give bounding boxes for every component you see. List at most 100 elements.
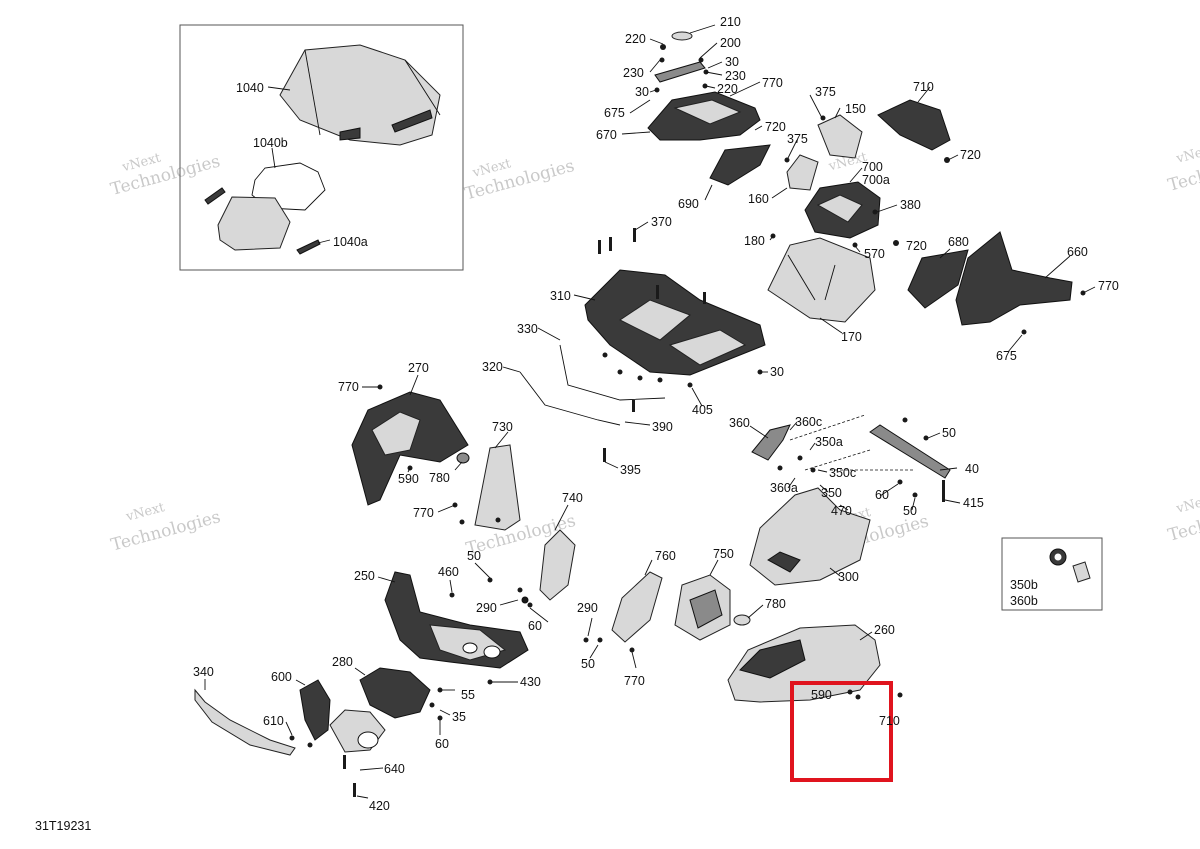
callout-labels: 210 220 200 30 230 230 30 220 770 675 67…: [193, 15, 1119, 813]
callout-label: 390: [652, 420, 673, 434]
callout-label: 220: [717, 82, 738, 96]
callout-label: 415: [963, 496, 984, 510]
callout-label: 50: [581, 657, 595, 671]
callout-label: 420: [369, 799, 390, 813]
steering-bracket-assembly: [749, 414, 961, 586]
inset-frame: [179, 24, 464, 271]
callout-label: 55: [461, 688, 475, 702]
callout-label: 300: [838, 570, 859, 584]
clip-insert: [1072, 561, 1091, 583]
callout-label: 310: [550, 289, 571, 303]
svg-text:vNext: vNext: [124, 500, 167, 525]
side-panels: [907, 231, 1096, 353]
storage-box-latch: [204, 187, 226, 205]
callout-label: 290: [476, 601, 497, 615]
callout-label: 460: [438, 565, 459, 579]
bumper-strip: [194, 688, 296, 756]
side-panel-left: [907, 249, 969, 309]
cargo-rack-assembly: [502, 221, 768, 469]
mount-bracket: [786, 154, 819, 191]
callout-label: 360c: [795, 415, 822, 429]
callout-label: 375: [787, 132, 808, 146]
inset-storage-box: 1040 1040b 1040a: [179, 24, 464, 271]
callout-label: 730: [492, 420, 513, 434]
callout-label: 230: [725, 69, 746, 83]
front-bumper-assembly: [377, 504, 603, 669]
svg-text:vNext: vNext: [1174, 492, 1200, 517]
callout-label: 150: [845, 102, 866, 116]
front-fender-assembly: [351, 374, 521, 531]
callout-label: 720: [906, 239, 927, 253]
rack-tube: [519, 371, 621, 426]
callout-label: 250: [354, 569, 375, 583]
storage-box-tray: [217, 196, 291, 251]
side-trim: [709, 144, 771, 186]
callout-label: 350b: [1010, 578, 1038, 592]
callout-label: 40: [965, 462, 979, 476]
callout-label: 1040a: [333, 235, 368, 249]
callout-label: 60: [875, 488, 889, 502]
highlight-box: [790, 681, 893, 782]
callout-label: 340: [193, 665, 214, 679]
callout-label: 50: [467, 549, 481, 563]
dash-panels: [611, 559, 764, 669]
fairing-assembly: [767, 86, 959, 334]
callout-label: 395: [620, 463, 641, 477]
callout-label: 200: [720, 36, 741, 50]
support-frame: [767, 237, 876, 323]
callout-label: 690: [678, 197, 699, 211]
callout-label: 220: [625, 32, 646, 46]
callout-label: 380: [900, 198, 921, 212]
callout-label: 750: [713, 547, 734, 561]
inset-frame: [1001, 537, 1103, 611]
callout-label: 405: [692, 403, 713, 417]
callout-label: 780: [765, 597, 786, 611]
callout-label: 360a: [770, 481, 798, 495]
callout-label: 590: [398, 472, 419, 486]
callout-label: 640: [384, 762, 405, 776]
callout-label: 35: [452, 710, 466, 724]
callout-label: 180: [744, 234, 765, 248]
callout-label: 360b: [1010, 594, 1038, 608]
callout-label: 770: [413, 506, 434, 520]
grill-upper: [359, 667, 431, 719]
callout-label: 710: [879, 714, 900, 728]
callout-label: 670: [596, 128, 617, 142]
inset-clip-detail: 350b 360b: [1001, 537, 1103, 611]
callout-label: 30: [725, 55, 739, 69]
front-grill-assembly: [194, 667, 518, 799]
callout-label: 720: [960, 148, 981, 162]
callout-label: 270: [408, 361, 429, 375]
rack-tube: [559, 344, 666, 401]
callout-label: 360: [729, 416, 750, 430]
storage-box-latch: [296, 239, 321, 255]
callout-label: 30: [635, 85, 649, 99]
callout-label: 330: [517, 322, 538, 336]
watermark: vNext Technologies: [1166, 142, 1200, 196]
visor: [817, 114, 863, 159]
callout-label: 50: [942, 426, 956, 440]
callout-label: 60: [528, 619, 542, 633]
callout-label: 320: [482, 360, 503, 374]
callout-label: 350a: [815, 435, 843, 449]
callout-label: 350: [821, 486, 842, 500]
callout-label: 610: [263, 714, 284, 728]
callout-label: 260: [874, 623, 895, 637]
bracket-arm: [751, 424, 791, 461]
grill-side: [299, 679, 331, 741]
callout-label: 1040b: [253, 136, 288, 150]
callout-label: 680: [948, 235, 969, 249]
storage-box-body: [279, 44, 441, 146]
splash-guard: [474, 444, 521, 531]
svg-text:vNext: vNext: [1174, 142, 1200, 167]
callout-label: 720: [765, 120, 786, 134]
callout-label: 370: [651, 215, 672, 229]
watermark: vNext Technologies: [1166, 492, 1200, 546]
callout-label: 430: [520, 675, 541, 689]
callout-label: 160: [748, 192, 769, 206]
callout-label: 770: [1098, 279, 1119, 293]
callout-label: 50: [903, 504, 917, 518]
callout-label: 780: [429, 471, 450, 485]
